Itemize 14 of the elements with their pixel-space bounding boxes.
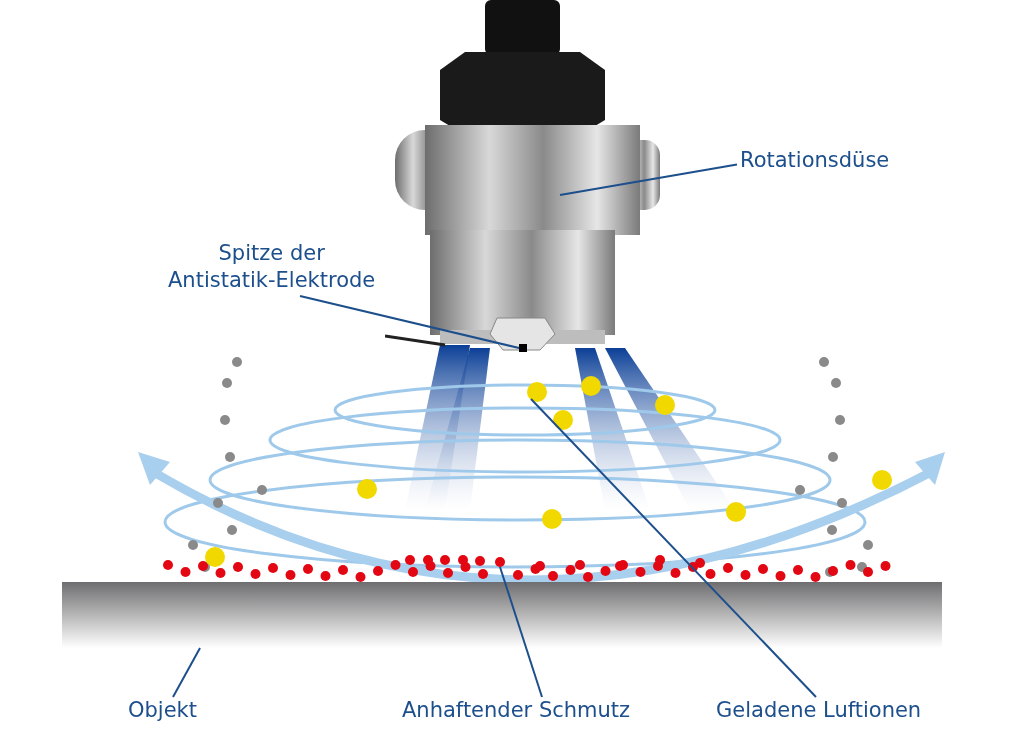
object-surface: [62, 582, 942, 648]
air-ion: [527, 382, 547, 402]
callout-label: Anhaftender Schmutz: [402, 697, 631, 724]
callout-label: Geladene Luftionen: [716, 697, 922, 724]
leader-line: [299, 295, 520, 349]
leader-line: [499, 566, 543, 698]
callout-label: Spitze der Antistatik-Elektrode: [168, 240, 376, 294]
leader-line: [559, 163, 738, 196]
leader-line: [172, 647, 201, 698]
callout-label: Objekt: [128, 697, 197, 724]
dirt-particle: [495, 557, 505, 567]
callout-label: Rotationsdüse: [740, 147, 890, 174]
leader-line: [530, 398, 817, 698]
electrode-tip: [519, 344, 527, 352]
